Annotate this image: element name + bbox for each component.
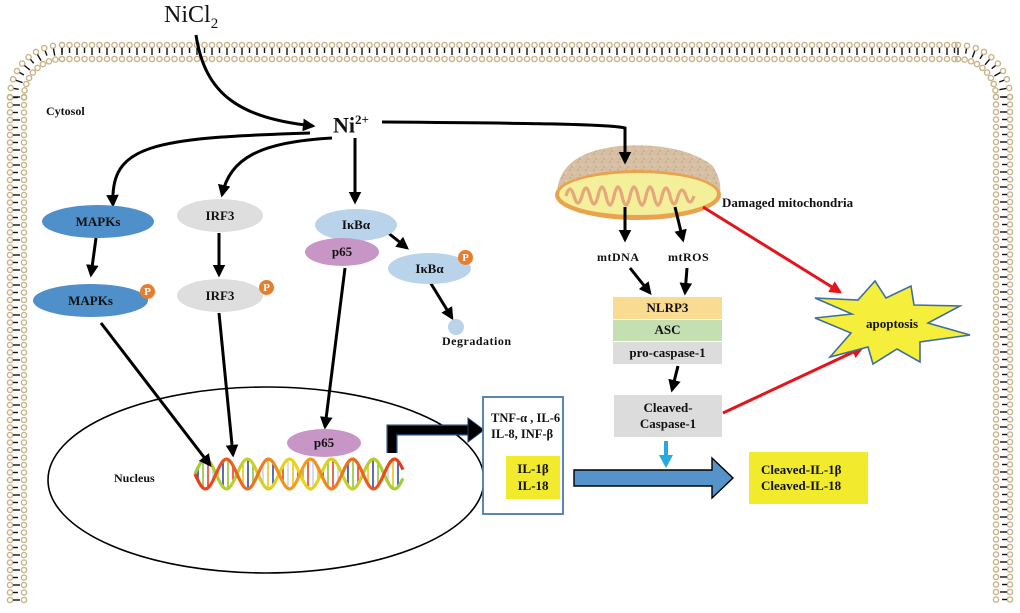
- arrow-mtdna-to-nlrp3: [628, 267, 652, 295]
- arrow-nicl2-to-ni: [194, 34, 316, 132]
- nicl2-label: NiCl2: [164, 2, 219, 32]
- pathway-arrows: [86, 34, 693, 467]
- cleaved-caspase-line1: Cleaved-: [643, 399, 693, 415]
- apoptosis-label: apoptosis: [866, 316, 919, 331]
- mapks-node: MAPKs: [42, 205, 154, 238]
- nucleus-label: Nucleus: [114, 471, 155, 485]
- cytosol-label: Cytosol: [46, 104, 85, 118]
- cleaved-il1b-label: Cleaved-IL-1β: [761, 461, 842, 477]
- cytokine-line2: IL-8, INF-β: [491, 427, 554, 442]
- irf3-node: IRF3: [177, 199, 263, 232]
- cell-membrane: [6, 41, 1014, 604]
- arrow-caspase-to-apoptosis: [722, 346, 865, 415]
- il1b-label: IL-1β: [517, 461, 549, 477]
- dna-helix-icon: [193, 457, 405, 491]
- mtros-label: mtROS: [668, 250, 710, 264]
- cytokine-line1: TNF-α , IL-6: [491, 411, 561, 425]
- phospho-badge: P: [259, 280, 274, 295]
- ni-ion-label: Ni2+: [333, 112, 369, 138]
- cleaved-caspase-line2: Caspase-1: [639, 416, 697, 431]
- degradation-dot: [448, 319, 464, 335]
- p65-cytosol-node: p65: [305, 238, 379, 266]
- arrow-ni-to-irf3: [217, 136, 333, 198]
- il18-label: IL-18: [517, 477, 549, 493]
- arrow-mtros-to-nlrp3: [679, 267, 693, 296]
- arrow-ikba-to-pikba: [386, 230, 409, 250]
- apoptosis-star-icon: [814, 279, 971, 366]
- nlrp3-box: NLRP3: [613, 297, 722, 319]
- mitochondria-icon: [555, 145, 721, 220]
- arrow-p65-to-nucleus: [320, 267, 347, 430]
- phospho-mapks-node: MAPKs: [33, 284, 148, 317]
- asc-box: ASC: [613, 320, 722, 341]
- ikba-node: IκBα: [315, 209, 397, 241]
- phospho-irf3-node: IRF3: [177, 279, 263, 312]
- maturation-arrow: [573, 456, 735, 500]
- p65-nucleus-node: p65: [287, 429, 361, 457]
- pro-il-box: IL-1β IL-18: [506, 456, 560, 499]
- arrow-ni-to-mapks: [106, 131, 311, 208]
- phospho-badge: P: [458, 250, 473, 265]
- degradation-label: Degradation: [442, 334, 512, 348]
- cleavage-arrow: [659, 455, 673, 468]
- arrow-pmapks-to-dna: [99, 322, 212, 467]
- pro-caspase-1-box: pro-caspase-1: [613, 342, 722, 364]
- phospho-ikba-node: IκBα: [388, 253, 471, 284]
- apoptosis-arrows: [702, 205, 865, 415]
- arrow-mapks-to-pmapks: [86, 237, 99, 278]
- phospho-badge: P: [140, 284, 155, 299]
- arrow-mito-to-mtros: [673, 206, 687, 243]
- cleaved-il18-label: Cleaved-IL-18: [761, 478, 842, 493]
- arrow-ni-to-mitochondria: [381, 120, 632, 165]
- arrow-pirf3-to-dna: [217, 312, 239, 458]
- arrow-procasp-to-cleaved: [668, 365, 681, 393]
- arrow-pikba-to-degradation: [428, 281, 454, 321]
- arrow-mito-to-apoptosis: [702, 205, 843, 294]
- mtdna-label: mtDNA: [597, 250, 640, 264]
- cytokine-list: TNF-α , IL-6 IL-8, INF-β: [491, 410, 560, 443]
- cleaved-il-box: Cleaved-IL-1β Cleaved-IL-18: [749, 452, 868, 504]
- cleaved-caspase-1-box: Cleaved- Caspase-1: [614, 395, 722, 437]
- damaged-mitochondria-label: Damaged mitochondria: [722, 195, 854, 210]
